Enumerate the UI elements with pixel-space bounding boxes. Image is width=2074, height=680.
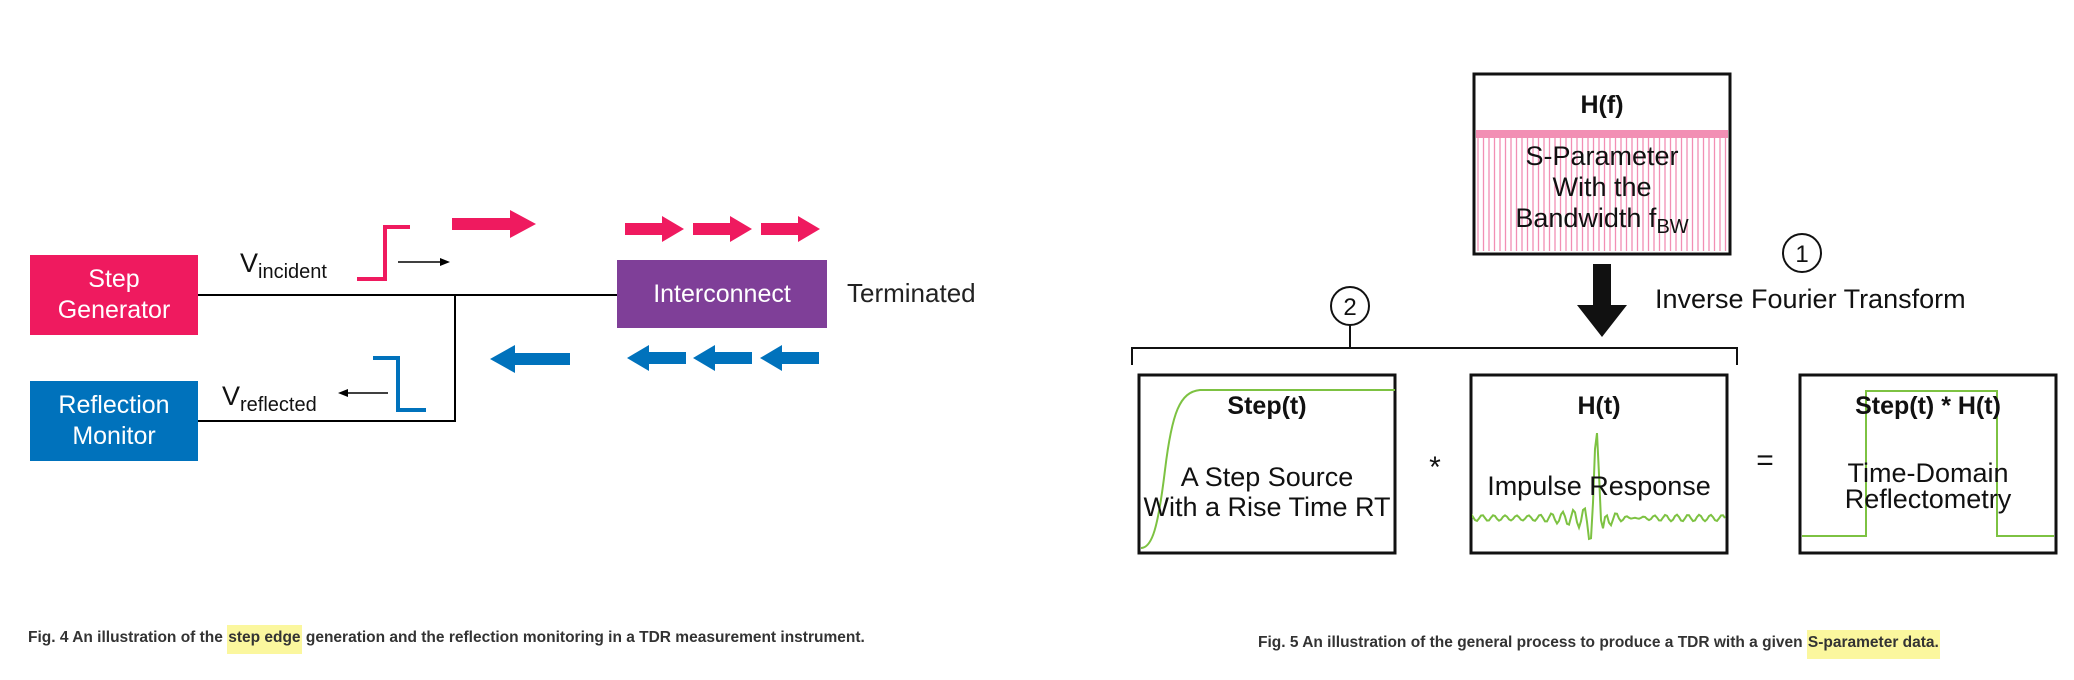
result-box-line1: Time-Domain (1847, 458, 2008, 488)
step-marker-2-label: 2 (1343, 294, 1356, 321)
incident-arrow-3 (761, 216, 820, 242)
step-box (1137, 373, 1397, 555)
inverse-fourier-label: Inverse Fourier Transform (1655, 284, 1966, 314)
hf-box-title: H(f) (1580, 91, 1623, 119)
convolve-operator: * (1429, 451, 1441, 484)
reflected-direction-arrowhead (338, 389, 348, 397)
figure-4: Step Generator Reflection Monitor Interc… (30, 210, 976, 461)
reflected-step-waveform (373, 356, 426, 412)
v-incident-label: Vincident (240, 248, 327, 283)
result-box (1798, 373, 2058, 555)
v-reflected-label: Vreflected (222, 381, 317, 416)
figure-5: H(f) S-Parameter With the Bandwidth fBW … (1131, 72, 2058, 555)
hf-box-line1: S-Parameter (1525, 141, 1678, 171)
hf-box-line3: Bandwidth fBW (1515, 203, 1688, 238)
step-generator-label-line2: Generator (58, 296, 171, 324)
reflected-arrow-large (490, 345, 570, 373)
incident-step-waveform (357, 225, 410, 281)
result-box-title: Step(t) * H(t) (1855, 392, 2001, 420)
fig4-caption: Fig. 4 An illustration of the step edge … (28, 625, 865, 654)
incident-arrow-large (452, 210, 536, 238)
reflected-arrow-2 (693, 345, 752, 371)
reflection-monitor-box (30, 381, 198, 461)
step-waveform (1140, 389, 1395, 549)
step-box-line2: With a Rise Time RT (1143, 492, 1390, 522)
fig5-caption-highlight: S-parameter data. (1806, 630, 1940, 659)
reflected-arrow-1 (627, 345, 686, 371)
step-generator-label-line1: Step (88, 265, 139, 293)
reflection-monitor-label-line1: Reflection (58, 391, 169, 419)
incident-direction-arrowhead (440, 258, 450, 266)
step-box-line1: A Step Source (1181, 462, 1354, 492)
interconnect-box (617, 260, 827, 328)
sparameter-stripes (1476, 130, 1728, 251)
result-box-line2: Reflectometry (1845, 484, 2012, 514)
fig4-caption-highlight: step edge (227, 625, 302, 654)
step-box-title: Step(t) (1227, 392, 1306, 420)
hf-box-line2: With the (1552, 172, 1651, 202)
impulse-waveform (1472, 432, 1726, 541)
fig5-caption: Fig. 5 An illustration of the general pr… (1258, 630, 1940, 659)
stripe-band (1476, 130, 1728, 138)
incident-arrow-1 (625, 216, 684, 242)
terminated-label: Terminated (847, 278, 976, 308)
fig5-caption-pre: Fig. 5 An illustration of the general pr… (1258, 634, 1807, 651)
tdr-waveform (1802, 390, 2054, 537)
step-marker-1-label: 1 (1795, 241, 1808, 268)
incident-arrow-2 (693, 216, 752, 242)
fig4-caption-post: generation and the reflection monitoring… (301, 629, 865, 646)
fig4-caption-pre: Fig. 4 An illustration of the (28, 629, 228, 646)
ht-box-title: H(t) (1577, 392, 1620, 420)
step-generator-box (30, 255, 198, 335)
ht-box-line1: Impulse Response (1487, 471, 1711, 501)
equals-operator: = (1756, 444, 1774, 477)
convolution-bracket (1131, 347, 1738, 365)
reflection-monitor-label-line2: Monitor (72, 422, 155, 450)
reflected-arrow-3 (760, 345, 819, 371)
step-marker-1 (1782, 233, 1822, 273)
interconnect-label: Interconnect (653, 280, 791, 308)
transform-down-arrow (1577, 264, 1627, 337)
